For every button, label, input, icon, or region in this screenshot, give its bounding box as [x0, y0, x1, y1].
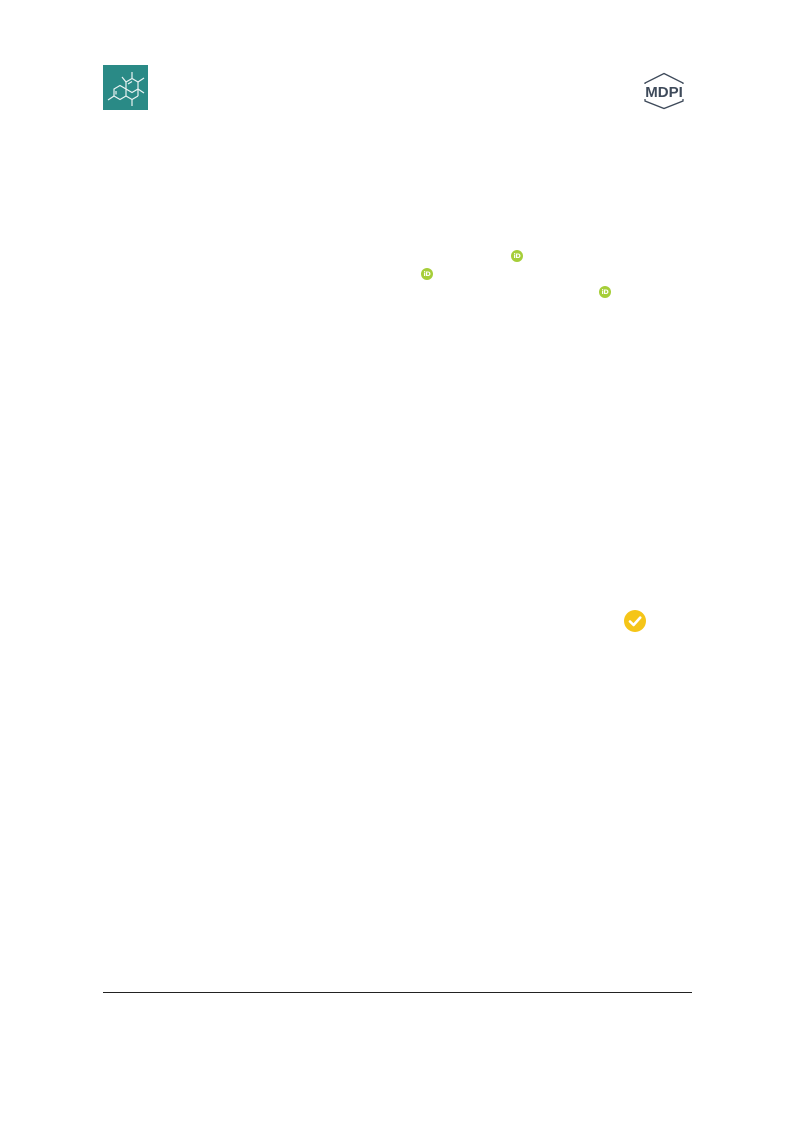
orcid-label: iD [601, 287, 609, 296]
orcid-label: iD [513, 251, 521, 260]
check-for-updates-icon[interactable] [624, 610, 646, 632]
footnote-divider [103, 992, 692, 993]
molecule-icon [107, 72, 145, 106]
orcid-label: iD [423, 269, 431, 278]
orcid-icon[interactable]: iD [511, 250, 523, 262]
journal-logo [103, 65, 148, 110]
mdpi-logo: MDPI [636, 72, 692, 110]
mdpi-logo-text: MDPI [645, 84, 683, 101]
checkmark-icon [628, 616, 642, 627]
orcid-icon[interactable]: iD [599, 286, 611, 298]
orcid-icon[interactable]: iD [421, 268, 433, 280]
mdpi-logo-mark: MDPI [639, 72, 689, 110]
